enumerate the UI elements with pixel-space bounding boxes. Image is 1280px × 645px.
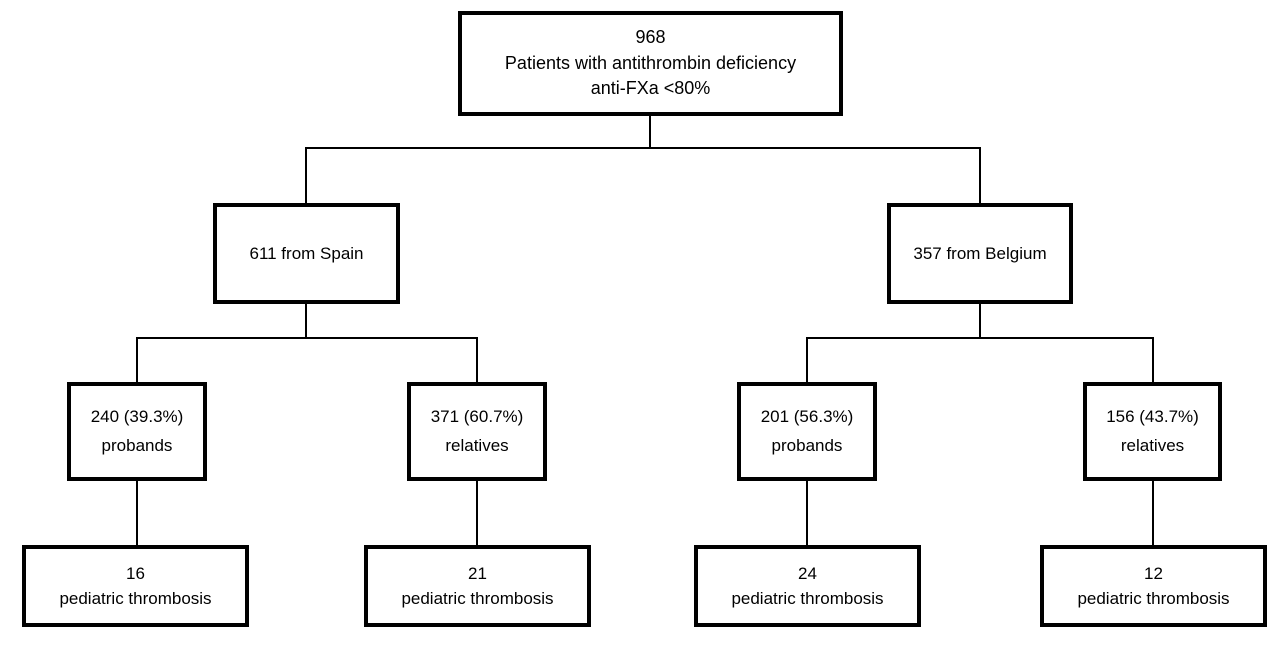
spain-relatives-label: relatives	[445, 435, 509, 455]
connector-to-belgium-relatives	[1152, 337, 1154, 384]
belgium-probands-label: probands	[771, 435, 843, 455]
node-spain: 611 from Spain	[213, 203, 400, 304]
connector-belgium-horizontal	[806, 337, 1154, 339]
spain-relatives-pediatric-label: pediatric thrombosis	[401, 589, 554, 608]
belgium-relatives-label: relatives	[1120, 435, 1185, 455]
connector-to-spain-relatives	[476, 337, 478, 384]
belgium-label: 357 from Belgium	[913, 243, 1047, 263]
connector-spain-probands-pediatric	[136, 479, 138, 547]
node-belgium-probands-pediatric-thrombosis: 24 pediatric thrombosis	[694, 545, 921, 627]
connector-belgium-relatives-pediatric	[1152, 479, 1154, 547]
node-spain-relatives: 371 (60.7%) relatives	[407, 382, 547, 481]
spain-label: 611 from Spain	[249, 243, 364, 263]
node-spain-probands: 240 (39.3%) probands	[67, 382, 207, 481]
spain-probands-pediatric-label: pediatric thrombosis	[59, 589, 212, 608]
node-spain-relatives-pediatric-thrombosis: 21 pediatric thrombosis	[364, 545, 591, 627]
node-belgium: 357 from Belgium	[887, 203, 1073, 304]
total-description: Patients with antithrombin deficiency	[504, 52, 797, 73]
spain-probands-count: 240 (39.3%)	[90, 406, 184, 426]
belgium-probands-pediatric-label: pediatric thrombosis	[731, 589, 884, 608]
spain-relatives-pediatric-count: 21	[468, 563, 487, 583]
spain-probands-pediatric-count: 16	[126, 563, 145, 583]
node-spain-probands-pediatric-thrombosis: 16 pediatric thrombosis	[22, 545, 249, 627]
node-belgium-probands: 201 (56.3%) probands	[737, 382, 877, 481]
connector-to-belgium	[979, 147, 981, 205]
belgium-relatives-pediatric-count: 12	[1144, 563, 1163, 583]
connector-spain-stem	[305, 302, 307, 339]
connector-top-horizontal	[305, 147, 981, 149]
connector-to-spain	[305, 147, 307, 205]
connector-root-stem	[649, 115, 651, 149]
node-belgium-relatives: 156 (43.7%) relatives	[1083, 382, 1222, 481]
connector-belgium-stem	[979, 302, 981, 339]
connector-spain-relatives-pediatric	[476, 479, 478, 547]
connector-to-spain-probands	[136, 337, 138, 384]
belgium-probands-pediatric-count: 24	[798, 563, 817, 583]
belgium-relatives-pediatric-label: pediatric thrombosis	[1077, 589, 1230, 608]
belgium-probands-count: 201 (56.3%)	[760, 406, 854, 426]
spain-probands-label: probands	[101, 435, 173, 455]
node-belgium-relatives-pediatric-thrombosis: 12 pediatric thrombosis	[1040, 545, 1267, 627]
connector-to-belgium-probands	[806, 337, 808, 384]
total-criterion: anti-FXa <80%	[590, 78, 711, 99]
total-count: 968	[635, 27, 666, 48]
connector-belgium-probands-pediatric	[806, 479, 808, 547]
spain-relatives-count: 371 (60.7%)	[430, 406, 524, 426]
belgium-relatives-count: 156 (43.7%)	[1106, 406, 1199, 426]
connector-spain-horizontal	[136, 337, 478, 339]
node-total-patients: 968 Patients with antithrombin deficienc…	[458, 11, 843, 116]
